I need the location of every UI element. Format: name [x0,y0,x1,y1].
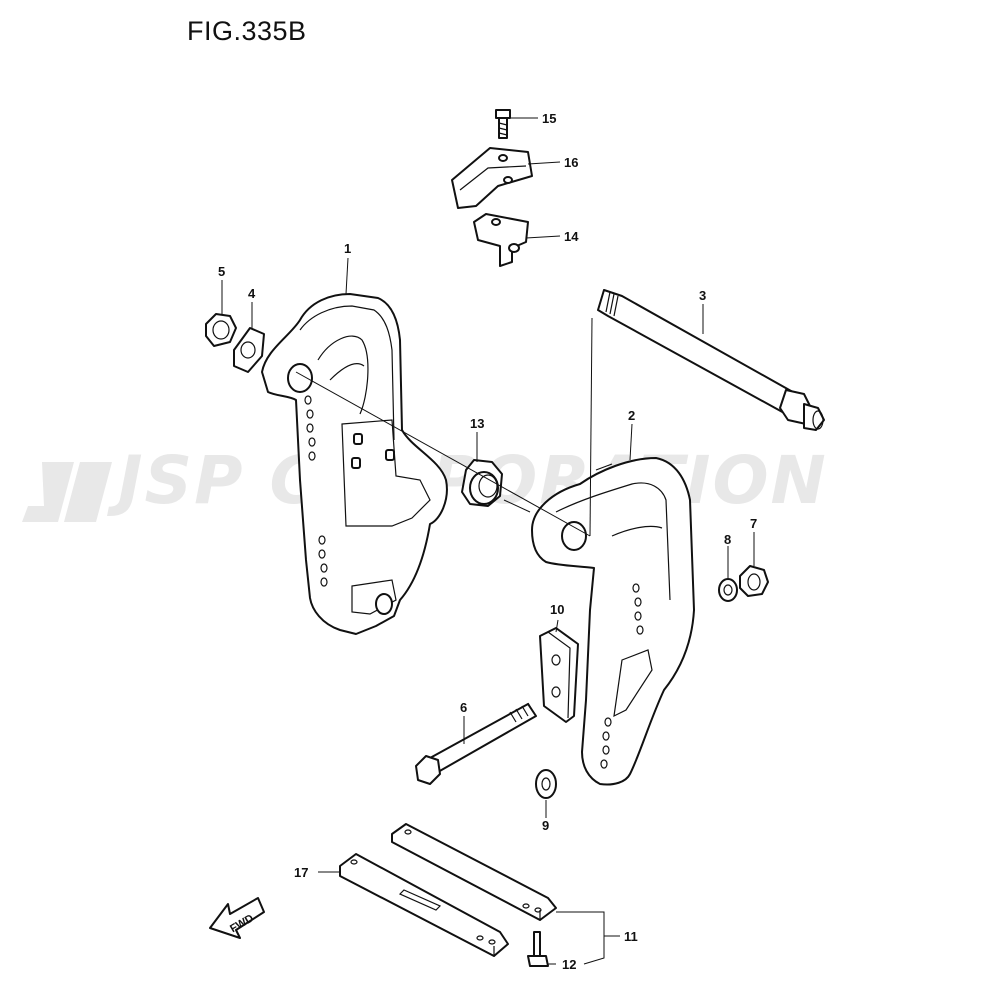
part-7-nut [739,565,769,597]
callout-10: 10 [550,602,564,617]
callout-5: 5 [218,264,225,279]
callout-2: 2 [628,408,635,423]
part-16-cover [451,147,533,209]
watermark-logo-mark [22,462,74,522]
part-4-washer [233,327,265,373]
callout-16: 16 [564,155,578,170]
callout-12: 12 [562,957,576,972]
fwd-arrow: FWD [209,897,265,939]
leader-lines [221,117,755,965]
callout-9: 9 [542,818,549,833]
watermark: JSP CORPORATION [22,442,826,522]
part-10-plate [539,627,579,723]
callout-14: 14 [564,229,579,244]
part-15-bolt [495,109,511,139]
part-5-nut [205,313,237,347]
part-3-shaft [597,289,825,431]
part-6-bolt [415,702,537,785]
figure-title: FIG.335B [187,16,307,46]
callout-7: 7 [750,516,757,531]
part-11-plate-upper [391,823,557,921]
callout-11: 11 [624,929,638,944]
callout-4: 4 [248,286,256,301]
callout-15: 15 [542,111,556,126]
callout-13: 13 [470,416,484,431]
part-13-bushing [461,459,503,507]
callout-3: 3 [699,288,706,303]
part-12-screw [527,931,549,967]
part-8-washer [718,578,738,602]
part-14-bracket [473,213,529,267]
part-2-clamp-bracket [531,457,695,786]
part-17-plate-lower [339,853,509,957]
callout-labels: 15 16 14 1 5 4 3 2 13 7 8 10 6 9 17 11 1… [218,111,757,972]
callout-6: 6 [460,700,467,715]
watermark-logo-bar [64,462,112,522]
callout-8: 8 [724,532,731,547]
callout-1: 1 [344,241,351,256]
callout-17: 17 [294,865,308,880]
part-9-washer [535,769,557,799]
